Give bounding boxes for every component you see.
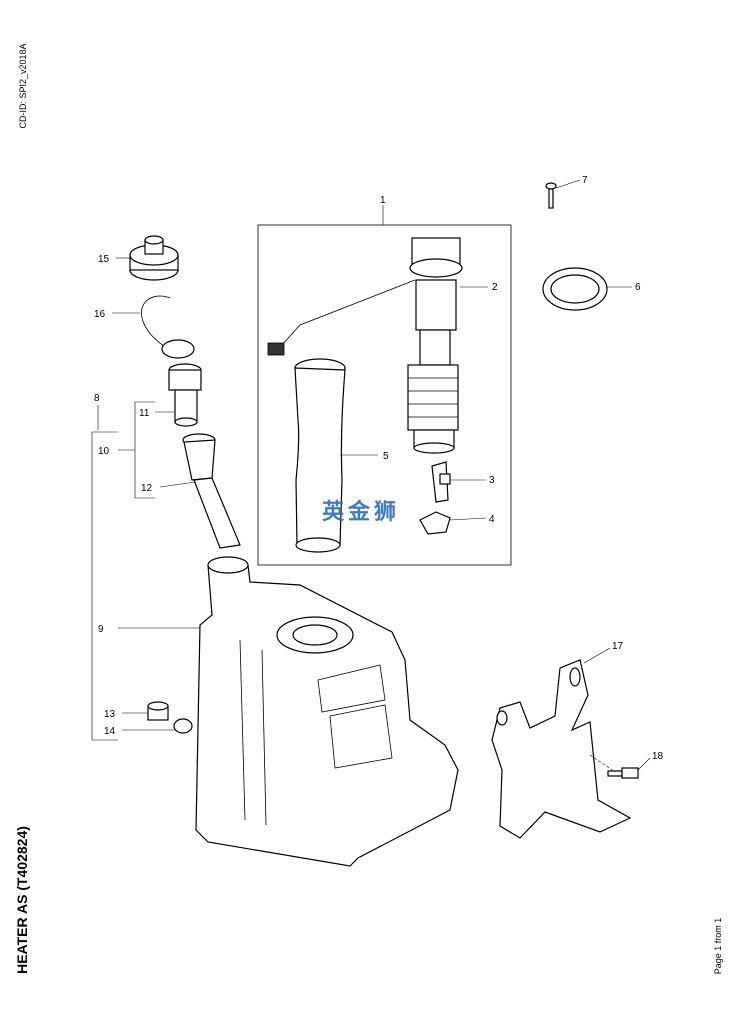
watermark-text: 英金狮: [322, 500, 401, 525]
part-retainer-4: [419, 511, 487, 535]
callout-3: 3: [489, 475, 495, 486]
callout-7: 7: [582, 175, 588, 186]
part-bracket-17: [491, 647, 632, 839]
callout-6: 6: [635, 282, 641, 293]
part-fuel-cap-15: [116, 235, 179, 281]
part-sender-2: [267, 237, 488, 454]
callout-16: 16: [94, 309, 106, 320]
part-connector-11: [155, 363, 202, 427]
assembly-frame: [257, 224, 512, 566]
part-tank-9: [118, 556, 459, 867]
callout-1: 1: [380, 195, 386, 206]
part-filler-neck-12: [159, 433, 241, 549]
callout-2: 2: [492, 282, 498, 293]
part-cord-16: [112, 295, 195, 359]
callout-15: 15: [98, 254, 110, 265]
part-clip-3: [431, 461, 486, 503]
part-plug-13: [122, 701, 169, 721]
part-sleeve-5: [294, 358, 378, 553]
callout-12: 12: [141, 483, 153, 494]
callout-14: 14: [104, 726, 116, 737]
callout-9: 9: [98, 624, 104, 635]
callout-8: 8: [94, 393, 100, 404]
callout-10: 10: [98, 446, 110, 457]
part-screw-7: [545, 179, 581, 209]
callout-5: 5: [383, 451, 389, 462]
callout-4: 4: [489, 514, 495, 525]
callout-18: 18: [652, 751, 664, 762]
callout-17: 17: [612, 641, 624, 652]
part-gasket-6: [542, 267, 632, 311]
part-oring-14: [122, 718, 193, 734]
callout-11: 11: [139, 408, 150, 419]
callout-13: 13: [104, 709, 116, 720]
bracket-lines: [91, 401, 155, 741]
part-bolt-18: [589, 754, 651, 779]
